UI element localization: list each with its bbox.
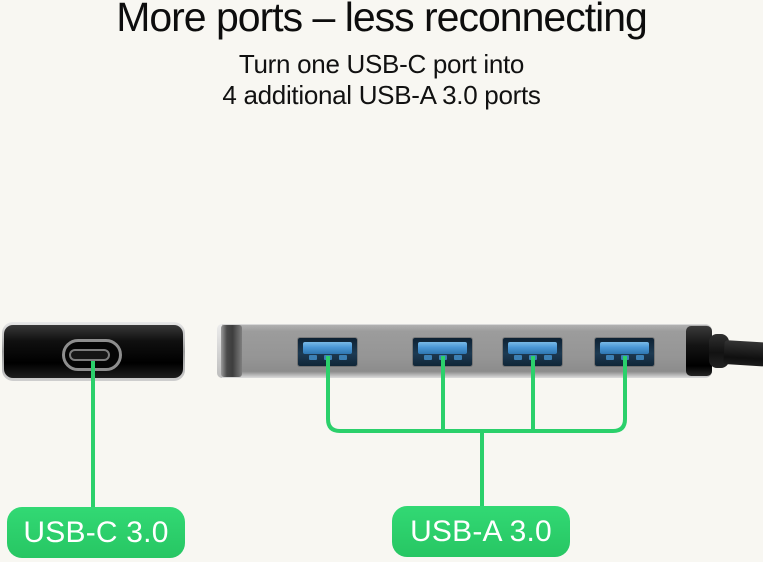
usb-a-pin: [606, 355, 614, 360]
usb-a-pin: [454, 355, 462, 360]
subtitle-line-1: Turn one USB-C port into: [238, 49, 525, 79]
hub-left-endcap: [221, 325, 242, 377]
usb-a-pin: [544, 355, 552, 360]
usb-a-tongue: [303, 342, 352, 354]
page-title: More ports – less reconnecting: [116, 0, 648, 40]
subtitle-line-2: 4 additional USB-A 3.0 ports: [222, 80, 541, 110]
usb-a-tongue: [600, 342, 649, 354]
usb-c-tongue: [69, 349, 110, 361]
usb-a-pin: [424, 355, 432, 360]
usb-c-plug-body: [4, 325, 183, 378]
subtitle: Turn one USB-C port into 4 additional US…: [0, 49, 763, 111]
usb-a-tongue: [508, 342, 557, 354]
usb-a-port-3: [503, 338, 562, 366]
usb-hub-body: [217, 324, 712, 378]
usb-a-connector-tree: [326, 356, 627, 512]
usb-a-pin: [529, 355, 537, 360]
usb-a-pin: [309, 355, 317, 360]
usb-c-label-badge: USB-C 3.0: [7, 507, 185, 558]
hub-left-rim: [217, 324, 222, 378]
usb-a-pin: [514, 355, 522, 360]
usb-c-label-text: USB-C 3.0: [23, 515, 169, 549]
usb-a-pin: [636, 355, 644, 360]
usb-cable: [723, 340, 763, 367]
usb-a-tongue: [418, 342, 467, 354]
usb-a-label-badge: USB-A 3.0: [392, 506, 570, 557]
hub-right-endblock: [686, 326, 712, 376]
usb-a-port-4: [595, 338, 654, 366]
usb-c-plug: [2, 322, 185, 381]
usb-a-label-text: USB-A 3.0: [410, 514, 552, 548]
usb-a-pin: [324, 355, 332, 360]
usb-a-port-1: [298, 338, 357, 366]
usb-a-pin: [621, 355, 629, 360]
usb-a-pin: [439, 355, 447, 360]
usb-a-pin: [339, 355, 347, 360]
usb-a-port-2: [413, 338, 472, 366]
